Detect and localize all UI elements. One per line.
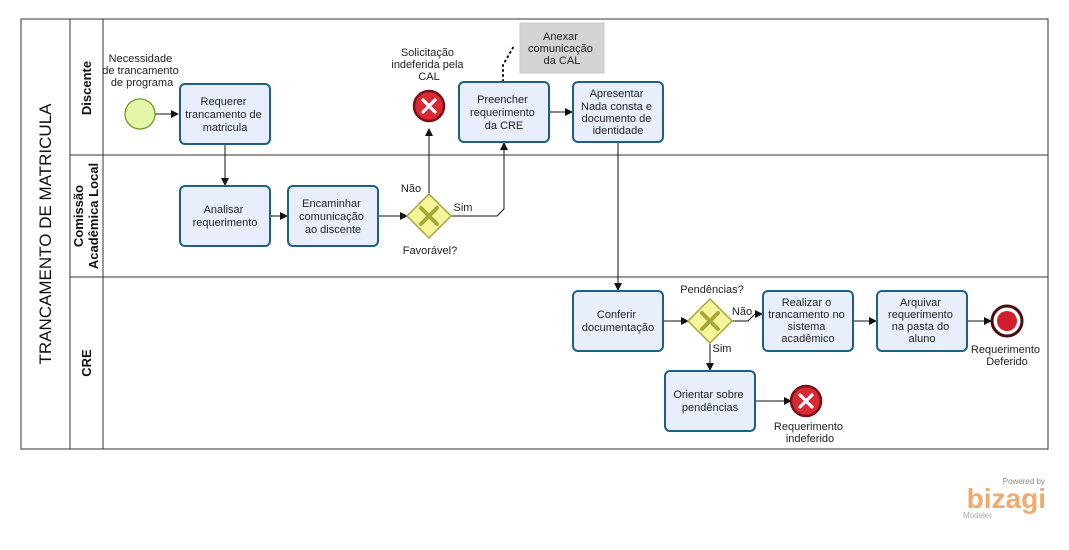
- task-apresentar-label: Apresentar Nada consta e documento de id…: [581, 88, 655, 137]
- end-event-deferido: [990, 304, 1024, 338]
- task-requerer-label: Requerer trancamento de matricula: [185, 96, 265, 134]
- lane-comissao-line1: Comissão: [71, 185, 86, 247]
- flow-label-sim-1: Sim: [454, 202, 473, 214]
- artifact-anexar-comunicacao: [519, 22, 605, 74]
- flow-label-nao-2: Não: [732, 306, 752, 318]
- task-preencher-label: Preencher requerimento da CRE: [470, 94, 538, 132]
- gateway-favoravel-label: Favorável?: [403, 245, 457, 257]
- task-encaminhar-label: Encaminhar comunicação ao discente: [299, 198, 367, 236]
- task-apresentar-nada-consta: [572, 81, 664, 143]
- end-event-indeferido-label: Requerimento indeferido: [774, 421, 846, 445]
- end-event-indeferida-cal: [412, 89, 446, 123]
- end-event-indeferido: [789, 384, 823, 418]
- start-event: [124, 98, 156, 130]
- flow-label-sim-2: Sim: [713, 343, 732, 355]
- task-conferir-documentacao: [572, 290, 664, 352]
- task-orientar-label: Orientar sobre pendências: [673, 389, 746, 414]
- artifact-anexar-text: Anexar comunicação da CAL: [528, 31, 596, 67]
- start-event-label: Necessidade de trancamento de programa: [102, 53, 182, 89]
- bizagi-logo: bizagi: [967, 483, 1046, 514]
- task-realizar-trancamento: [762, 290, 854, 352]
- brand-powered-by: Powered by: [1003, 477, 1045, 486]
- lane-cre: CRE: [79, 349, 94, 377]
- end-event-deferido-label: Requerimento Deferido: [971, 344, 1043, 368]
- gateway-favoravel: [405, 192, 453, 240]
- task-arquivar-label: Arquivar requerimento na pasta do aluno: [888, 297, 956, 345]
- brand-product: Modeler: [963, 511, 992, 520]
- task-conferir-label: Conferir documentação: [582, 309, 654, 334]
- lane-comissao-line2: Acadêmica Local: [86, 163, 101, 269]
- pool: [20, 18, 1049, 450]
- task-analisar-requerimento: [179, 185, 271, 247]
- pool-title: TRANCAMENTO DE MATRICULA: [36, 103, 55, 365]
- task-arquivar-requerimento: [876, 290, 968, 352]
- lane-discente: Discente: [79, 61, 94, 115]
- flow-label-nao-1: Não: [401, 183, 421, 195]
- task-realizar-label: Realizar o trancamento no sistema acadêm…: [768, 297, 848, 345]
- task-orientar-pendencias: [664, 370, 756, 432]
- gateway-pendencias: [686, 297, 734, 345]
- task-encaminhar-comunicacao: [287, 185, 379, 247]
- task-analisar-label: Analisar requerimento: [193, 204, 258, 229]
- task-preencher-requerimento: [458, 81, 550, 143]
- gateway-pendencias-label: Pendências?: [680, 284, 744, 296]
- task-requerer-trancamento: [179, 83, 271, 145]
- end-event-indeferida-cal-label: Solicitação indeferida pela CAL: [391, 47, 466, 83]
